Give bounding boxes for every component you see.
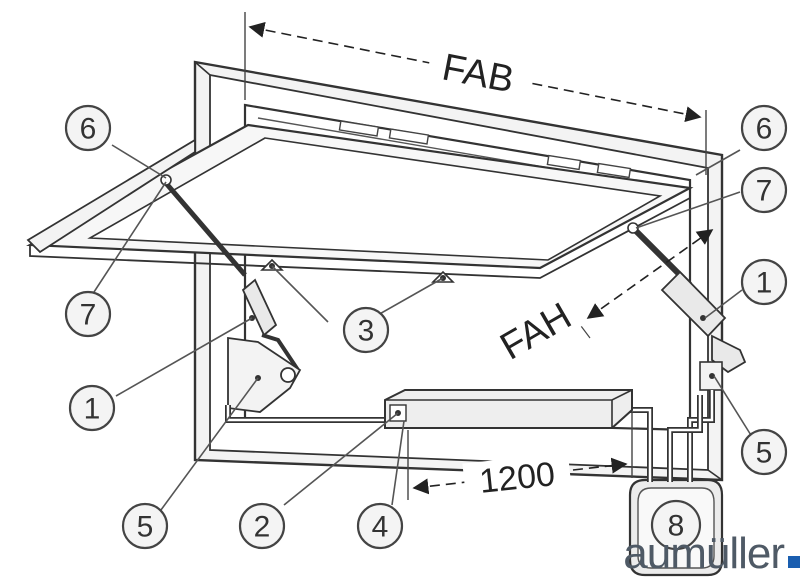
callout-4: 4 (356, 502, 404, 550)
svg-text:6: 6 (80, 113, 97, 146)
brand-square-icon (788, 556, 800, 568)
left-sash-arm (26, 138, 247, 277)
fab-label: FAB (439, 47, 518, 102)
callout-7-left: 7 (64, 290, 112, 338)
chain-drive (384, 389, 633, 429)
callout-7-right: 7 (740, 166, 788, 214)
svg-text:1: 1 (84, 393, 101, 426)
dimension-1200: 1200 (407, 412, 633, 501)
brand-text: aumüller (623, 529, 785, 578)
callout-5-right: 5 (740, 428, 788, 476)
svg-text:3: 3 (358, 315, 375, 348)
connection-cables (225, 390, 715, 482)
length-label: 1200 (478, 455, 557, 501)
callout-1-left: 1 (68, 384, 116, 432)
svg-text:8: 8 (668, 510, 685, 543)
callout-3: 3 (342, 306, 390, 354)
svg-text:7: 7 (80, 299, 97, 332)
aumuller-logo: aumüller (623, 529, 800, 579)
callout-2: 2 (238, 502, 286, 550)
leader-lines (93, 144, 755, 515)
callout-8: 8 (650, 499, 702, 551)
svg-text:5: 5 (137, 511, 154, 544)
svg-text:5: 5 (756, 437, 773, 470)
svg-text:7: 7 (756, 175, 773, 208)
svg-text:4: 4 (372, 511, 389, 544)
top-hinge-slots (338, 120, 632, 179)
callout-6-right: 6 (740, 104, 788, 152)
callout-6-left: 6 (64, 104, 112, 152)
svg-text:2: 2 (254, 511, 271, 544)
callout-5-left: 5 (121, 502, 169, 550)
svg-text:1: 1 (756, 267, 773, 300)
left-actuator (241, 278, 300, 372)
svg-text:6: 6 (756, 113, 773, 146)
opened-sash (26, 123, 694, 279)
callout-1-right: 1 (740, 258, 788, 306)
